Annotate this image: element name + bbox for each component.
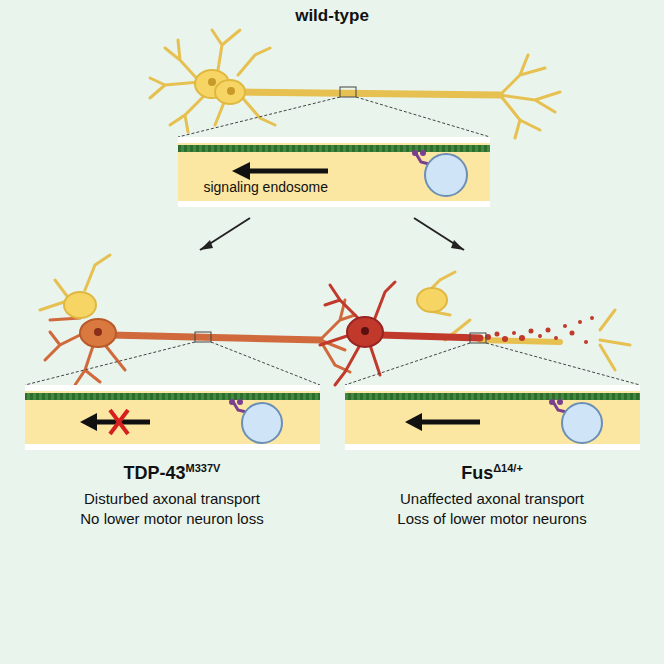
mutation: M337V xyxy=(186,462,221,474)
gene-name: Fus xyxy=(461,463,493,483)
finding: Disturbed axonal transport xyxy=(84,490,260,507)
gene-name: TDP-43 xyxy=(124,463,186,483)
finding: No lower motor neuron loss xyxy=(80,510,263,527)
genotype-title: TDP-43M337V xyxy=(124,462,221,484)
genotype-title: FusΔ14/+ xyxy=(461,462,523,484)
mutation: Δ14/+ xyxy=(493,462,523,474)
panel-title: wild-type xyxy=(295,6,369,26)
inset-box: signaling endosome xyxy=(178,137,490,207)
finding: Unaffected axonal transport xyxy=(400,490,584,507)
inset-label: signaling endosome xyxy=(203,179,328,195)
finding: Loss of lower motor neurons xyxy=(397,510,586,527)
